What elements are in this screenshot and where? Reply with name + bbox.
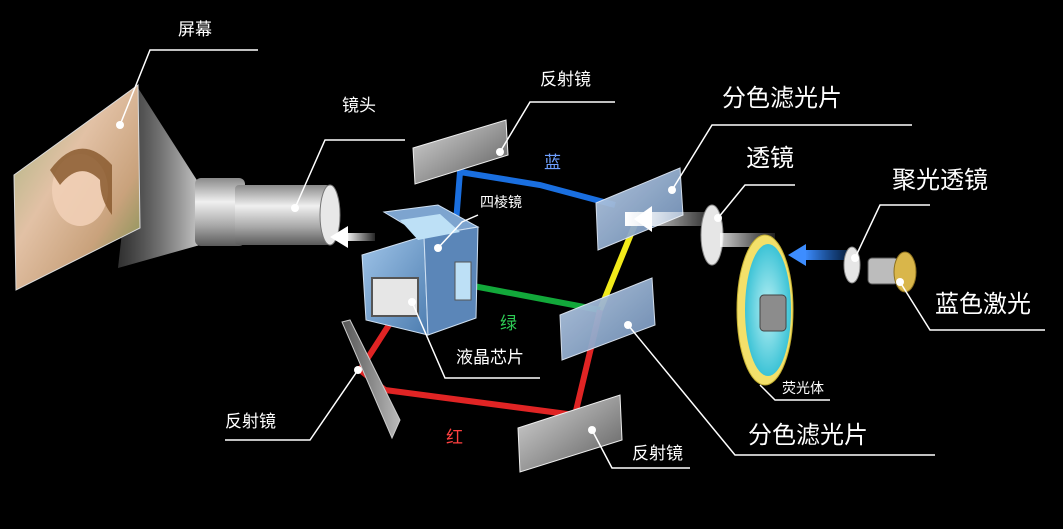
leader-prism (437, 214, 479, 249)
laser-body (867, 257, 899, 285)
label-dichroic-top: 分色滤光片 (722, 84, 842, 112)
label-mirror-bottom: 反射镜 (632, 444, 683, 464)
small-lens-glass (700, 204, 724, 266)
leader-small-lens (717, 184, 795, 219)
pointer-dot-condenser (851, 254, 859, 262)
leader-condenser (854, 204, 930, 259)
screen-hair-image (50, 148, 112, 215)
prism-top-window (400, 214, 460, 240)
label-mirror-left: 反射镜 (225, 412, 276, 432)
label-mirror-top: 反射镜 (540, 70, 591, 90)
blue-beam (452, 168, 616, 236)
pointer-dot-mirror-left (354, 366, 362, 374)
pointer-dot-mirror-bottom (588, 426, 596, 434)
lens-barrel-front (235, 185, 330, 245)
lens-barrel-back (195, 178, 245, 246)
mirror-left (341, 319, 401, 440)
leader-lines (119, 49, 1045, 469)
label-prism: 四棱镜 (480, 195, 522, 211)
dichroic-filter-top (595, 167, 684, 251)
laser-cap (893, 251, 917, 293)
pointer-dot-lens (291, 204, 299, 212)
label-condenser-lens: 聚光透镜 (892, 166, 988, 194)
mirror-bottom (517, 394, 623, 473)
output-arrow (330, 226, 375, 248)
pointer-dot-laser (896, 278, 904, 286)
dichroic-filter-bottom (559, 277, 656, 361)
label-phosphor: 荧光体 (782, 381, 824, 397)
leader-mirror-bottom (591, 429, 690, 469)
beam-label-red: 红 (446, 428, 463, 448)
lens-arrow-head (634, 206, 652, 232)
leader-dichroic-bottom (627, 324, 935, 456)
mirror-top (412, 119, 509, 185)
pointer-dot-small-lens (714, 214, 722, 222)
pointer-dot-prism (434, 244, 442, 252)
screen (13, 84, 200, 291)
prism-side-face (423, 226, 479, 336)
leader-mirror-top (499, 101, 615, 153)
beam-label-blue: 蓝 (544, 153, 561, 173)
blue-laser-source (867, 251, 917, 293)
blue-laser-arrow (788, 244, 853, 266)
pointer-dot-lcd (408, 298, 416, 306)
label-blue-laser: 蓝色激光 (935, 290, 1031, 318)
phosphor-wheel-hub (759, 294, 787, 332)
leader-dichroic-top (671, 124, 912, 191)
leader-mirror-left (225, 369, 359, 441)
prism-cube (361, 204, 480, 336)
leader-lcd (411, 301, 540, 379)
lens-barrel (195, 178, 341, 246)
pointer-dot-dichroic-top (668, 186, 676, 194)
label-screen: 屏幕 (178, 20, 212, 40)
lcd-side-panel (454, 261, 472, 301)
pointer-dot-screen (116, 121, 124, 129)
leader-laser (899, 281, 1045, 331)
leader-phosphor (759, 384, 830, 401)
lens-glass (319, 184, 341, 246)
leader-screen (119, 49, 258, 126)
leader-lens (294, 139, 405, 209)
pointer-dot-dichroic-bottom (624, 321, 632, 329)
pointer-dot-mirror-top (496, 148, 504, 156)
beam-label-green: 绿 (500, 314, 517, 334)
label-small-lens: 透镜 (746, 144, 794, 172)
label-dichroic-bottom: 分色滤光片 (748, 421, 868, 449)
phosphor-wheel (736, 234, 794, 386)
green-beam (467, 282, 601, 313)
label-lens: 镜头 (342, 96, 376, 116)
label-lcd-chip: 液晶芯片 (456, 348, 524, 368)
lcd-chip-panel (371, 277, 419, 317)
